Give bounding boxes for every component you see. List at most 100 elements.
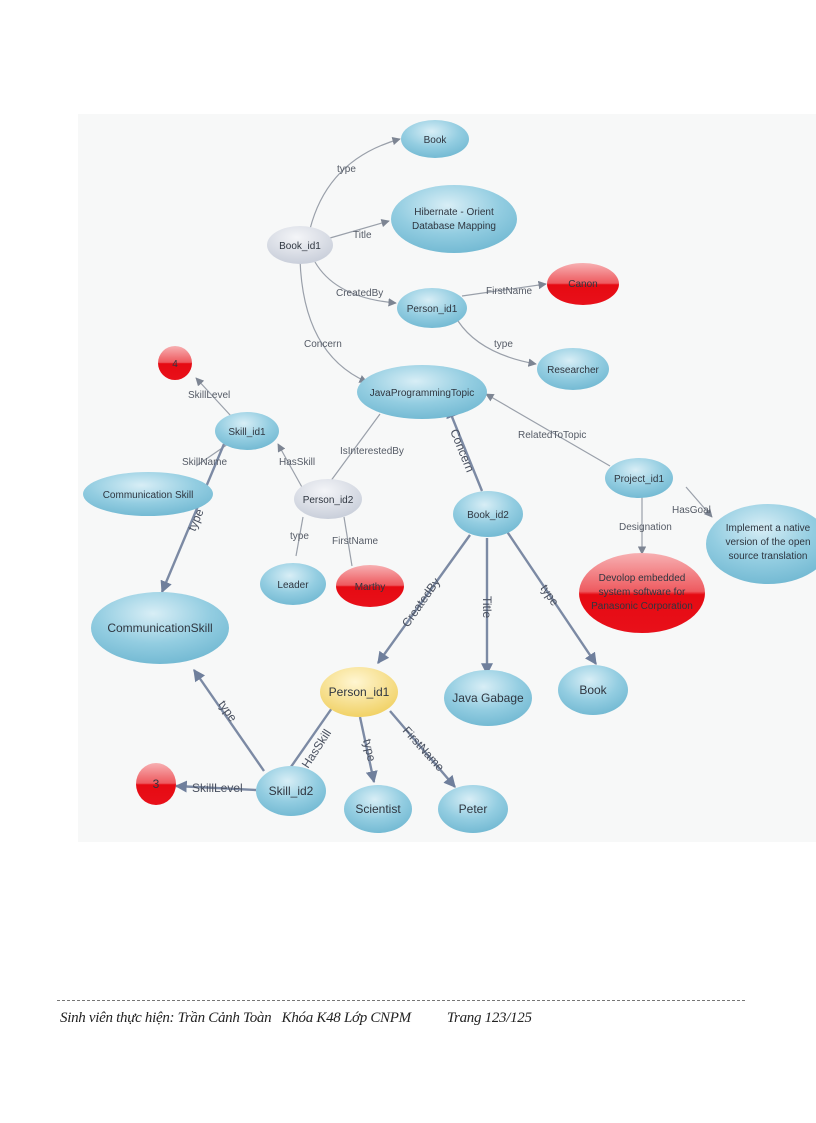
edge-label-type-book: type <box>337 164 356 175</box>
node-project-id1: Project_id1 <box>605 458 673 498</box>
node-label-line-3: source translation <box>729 551 808 562</box>
edge-label-hasgoal: HasGoal <box>672 505 711 516</box>
node-skill-id1: Skill_id1 <box>215 412 279 450</box>
footer-student-info: Sinh viên thực hiện: Trần Cảnh Toàn Khóa… <box>60 1010 411 1026</box>
edge-label-concern-book2: Concern <box>447 427 477 474</box>
edge-label-type-leader: type <box>290 531 309 542</box>
edge-label-isinterestedby: IsInterestedBy <box>340 446 404 457</box>
node-leader: Leader <box>260 563 326 605</box>
edge-relatedtotopic <box>485 393 611 467</box>
edge-title-hibernate <box>329 219 390 239</box>
edge-type-leader <box>295 516 304 557</box>
node-label: Researcher <box>547 365 599 376</box>
node-label: Canon <box>568 279 597 290</box>
node-label: Scientist <box>355 802 401 816</box>
node-label-line-2: version of the open <box>725 537 810 548</box>
node-label: Marthy <box>355 582 386 593</box>
node-scientist: Scientist <box>344 785 412 833</box>
node-label: Book <box>579 683 607 697</box>
node-skill-id2: Skill_id2 <box>256 766 326 816</box>
node-devolop: Devolop embedded system software for Pan… <box>579 553 705 633</box>
node-book-top: Book <box>401 120 469 158</box>
node-three: 3 <box>136 763 176 805</box>
node-label-line-1: Hibernate - Orient <box>414 207 494 218</box>
edge-label-skillname: SkillName <box>182 457 227 468</box>
node-java-topic: JavaProgrammingTopic <box>357 365 487 419</box>
node-label: Communication Skill <box>103 490 194 501</box>
edge-label-designation: Designation <box>619 522 672 533</box>
edge-label-hasskill-1: HasSkill <box>279 457 315 468</box>
node-book-id2: Book_id2 <box>453 491 523 537</box>
node-label-line-2: system software for <box>599 587 686 598</box>
node-java-gabage: Java Gabage <box>444 670 532 726</box>
edge-createdby-person <box>314 261 397 307</box>
node-label: 4 <box>172 359 178 370</box>
node-communication-skill-big: CommunicationSkill <box>91 592 229 664</box>
edge-label-firstname-canon: FirstName <box>486 286 533 297</box>
node-label-line-2: Database Mapping <box>412 221 496 232</box>
edge-label-skilllevel-4: SkillLevel <box>188 390 230 401</box>
edge-label-createdby-person: CreatedBy <box>336 288 383 299</box>
node-book-id1: Book_id1 <box>267 226 333 264</box>
edge-type-book2 <box>505 529 597 665</box>
node-label: Person_id1 <box>407 304 458 315</box>
node-label: CommunicationSkill <box>107 621 212 635</box>
edge-label-firstname-marthy: FirstName <box>332 536 379 547</box>
edge-label-title-hibernate: Title <box>353 230 372 241</box>
edge-type-scientist <box>358 716 378 784</box>
edge-hasskill-1 <box>277 443 304 490</box>
edge-label-type-book2: type <box>538 582 562 609</box>
node-label: Book <box>424 135 448 146</box>
node-label-line-1: Implement a native <box>726 523 811 534</box>
edge-concern-topic <box>299 258 368 383</box>
edge-firstname-canon <box>461 280 547 297</box>
node-label: Person_id2 <box>303 495 354 506</box>
node-label-line-1: Devolop embedded <box>599 573 686 584</box>
edge-label-relatedtotopic: RelatedToTopic <box>518 430 586 441</box>
edge-createdby-book2 <box>377 534 471 664</box>
edges <box>160 136 713 793</box>
node-peter: Peter <box>438 785 508 833</box>
edge-hasskill-2 <box>285 707 333 775</box>
edge-label-type-skill2: type <box>216 698 241 725</box>
edge-type-skill2 <box>193 669 265 772</box>
node-marthy: Marthy <box>336 565 404 607</box>
edge-label-skilllevel-3: SkillLevel <box>192 781 243 795</box>
node-researcher: Researcher <box>537 348 609 390</box>
edge-type-skill1 <box>160 443 226 594</box>
node-label-line-3: Panasonic Corporation <box>591 601 693 612</box>
footer-divider <box>57 1000 745 1001</box>
edge-firstname-marthy <box>343 516 353 567</box>
edge-label-title-book2: Title <box>480 596 494 619</box>
node-canon: Canon <box>547 263 619 305</box>
node-implement: Implement a native version of the open s… <box>706 504 816 584</box>
edge-skilllevel-4 <box>195 377 232 417</box>
edge-skilllevel-3 <box>174 780 257 793</box>
node-communication-skill-small: Communication Skill <box>83 472 213 516</box>
edge-label-type-researcher: type <box>494 339 513 350</box>
edge-hasgoal <box>685 486 713 518</box>
node-label: Peter <box>459 802 488 816</box>
node-book-bottom: Book <box>558 665 628 715</box>
node-person-id1-top: Person_id1 <box>397 288 467 328</box>
node-label: Skill_id2 <box>269 784 314 798</box>
edge-label-concern-topic: Concern <box>304 339 342 350</box>
node-label: 3 <box>153 777 160 791</box>
edge-concern-book2 <box>446 405 484 492</box>
page-footer: Sinh viên thực hiện: Trần Cảnh Toàn Khóa… <box>60 1010 532 1027</box>
node-four: 4 <box>158 346 192 380</box>
edge-type-book <box>309 136 401 230</box>
node-person-id2: Person_id2 <box>294 479 362 519</box>
node-label: Project_id1 <box>614 474 664 485</box>
node-person-id1-main: Person_id1 <box>320 667 398 717</box>
node-label: Leader <box>277 580 309 591</box>
node-label: Skill_id1 <box>228 427 266 438</box>
edge-firstname-peter <box>389 710 456 788</box>
edge-isinterestedby <box>329 413 381 483</box>
edge-label-type-scientist: type <box>360 738 379 764</box>
node-label: Java Gabage <box>452 691 524 705</box>
node-label: Person_id1 <box>329 685 390 699</box>
edge-label-createdby-book2: CreatedBy <box>399 575 443 629</box>
rdf-graph-diagram: type Title CreatedBy FirstName type Conc… <box>78 114 816 842</box>
node-label: JavaProgrammingTopic <box>370 388 475 399</box>
